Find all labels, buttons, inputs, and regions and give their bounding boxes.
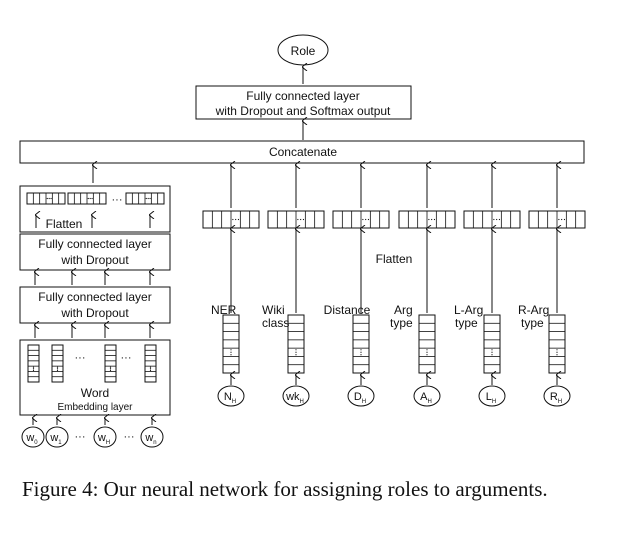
feature-column-3: DH Distance <box>324 165 390 407</box>
feature-label-3: Distance <box>324 303 371 317</box>
fc-box-1-line2: with Dropout <box>60 253 129 267</box>
feature-label-6: R-Arg <box>518 303 549 317</box>
feature-flat-vector <box>528 210 586 229</box>
feature-sublabel-2: class <box>262 316 289 330</box>
figure-caption: Figure 4: Our neural network for assigni… <box>22 477 548 501</box>
feature-flat-vector <box>202 210 260 229</box>
flattened-vector-left-3 <box>125 192 165 205</box>
network-diagram: Role Fully connected layer with Dropout … <box>19 34 586 448</box>
feature-sublabel-6: type <box>521 316 544 330</box>
feature-embedding-vector <box>287 314 305 374</box>
input-node-2-text: w1 <box>49 432 62 446</box>
feature-sublabel-5: type <box>455 316 478 330</box>
flatten-ellipsis: ··· <box>112 194 123 206</box>
arrows-fc2-to-fc1 <box>35 272 150 285</box>
input-node-3-text: wH <box>97 432 110 446</box>
feature-embedding-vector <box>483 314 501 374</box>
feature-node-1: NH <box>217 385 245 407</box>
feature-node-1-text: NH <box>224 391 236 405</box>
feature-node-3: DH <box>347 385 375 407</box>
fc-box-2-line2: with Dropout <box>60 306 129 320</box>
flatten-label-features: Flatten <box>376 252 413 266</box>
arrows-embedding-to-fc2 <box>35 325 150 338</box>
embedding-ellipsis-1: ··· <box>75 352 86 364</box>
feature-embedding-vector <box>352 314 370 374</box>
feature-embedding-vector <box>418 314 436 374</box>
concatenate-box <box>19 140 585 164</box>
word-input-nodes: w0 w1 wH wn <box>21 426 164 448</box>
input-node-1: w0 <box>21 426 45 448</box>
feature-flat-vector <box>398 210 456 229</box>
flattened-vector-left-2 <box>67 192 107 205</box>
feature-label-1: NER <box>211 303 237 317</box>
feature-node-5-text: LH <box>486 391 496 405</box>
feature-label-4: Arg <box>394 303 413 317</box>
fc-softmax-line2: with Dropout and Softmax output <box>215 104 391 118</box>
inputs-ellipsis-1: ··· <box>75 431 86 443</box>
feature-flat-vector <box>463 210 521 229</box>
feature-node-5: LH <box>478 385 506 407</box>
feature-flat-vector <box>332 210 390 229</box>
input-node-1-text: w0 <box>25 432 38 446</box>
embedding-vector-1 <box>27 344 40 383</box>
flattened-vectors-left <box>26 192 165 205</box>
flattened-vector-left-1 <box>26 192 66 205</box>
embedding-vector-4 <box>144 344 157 383</box>
feature-label-5: L-Arg <box>454 303 483 317</box>
flatten-label-left: Flatten <box>46 217 83 231</box>
input-node-4-text: wn <box>144 432 156 446</box>
inputs-ellipsis-2: ··· <box>124 431 135 443</box>
feature-embedding-vector <box>548 314 566 374</box>
feature-embedding-vector <box>222 314 240 374</box>
feature-columns: NHNERwkHWikiclassDHDistanceAHArgtypeLHL-… <box>202 165 586 407</box>
feature-node-4: AH <box>413 385 441 407</box>
feature-node-4-text: AH <box>420 391 432 405</box>
fc-box-2-line1: Fully connected layer <box>38 290 151 304</box>
fc-box-1 <box>19 233 171 271</box>
feature-node-2: wkH <box>282 385 310 407</box>
flatten-box-left <box>19 185 171 233</box>
feature-column-1: NH NER <box>202 165 260 407</box>
feature-flat-vector <box>267 210 325 229</box>
concatenate-label: Concatenate <box>269 145 337 159</box>
fc-box-1-line1: Fully connected layer <box>38 237 151 251</box>
input-node-3: wH <box>93 426 117 448</box>
embedding-box <box>19 339 171 416</box>
fc-box-2 <box>19 286 171 324</box>
feature-node-6-text: RH <box>550 391 562 405</box>
feature-sublabel-4: type <box>390 316 413 330</box>
feature-node-6: RH <box>543 385 571 407</box>
feature-node-2-text: wkH <box>285 391 304 405</box>
embedding-vectors <box>27 344 157 383</box>
embedding-subtitle: Embedding layer <box>57 402 133 413</box>
embedding-ellipsis-2: ··· <box>121 352 132 364</box>
feature-node-3-text: DH <box>354 391 366 405</box>
arrows-inputs-to-embedding <box>33 418 152 425</box>
role-label: Role <box>291 44 316 58</box>
embedding-title: Word <box>81 386 109 400</box>
embedding-vector-2 <box>51 344 64 383</box>
embedding-vector-3 <box>104 344 117 383</box>
feature-label-2: Wiki <box>262 303 285 317</box>
input-node-4: wn <box>140 426 164 448</box>
input-node-2: w1 <box>45 426 69 448</box>
fc-softmax-line1: Fully connected layer <box>246 89 359 103</box>
